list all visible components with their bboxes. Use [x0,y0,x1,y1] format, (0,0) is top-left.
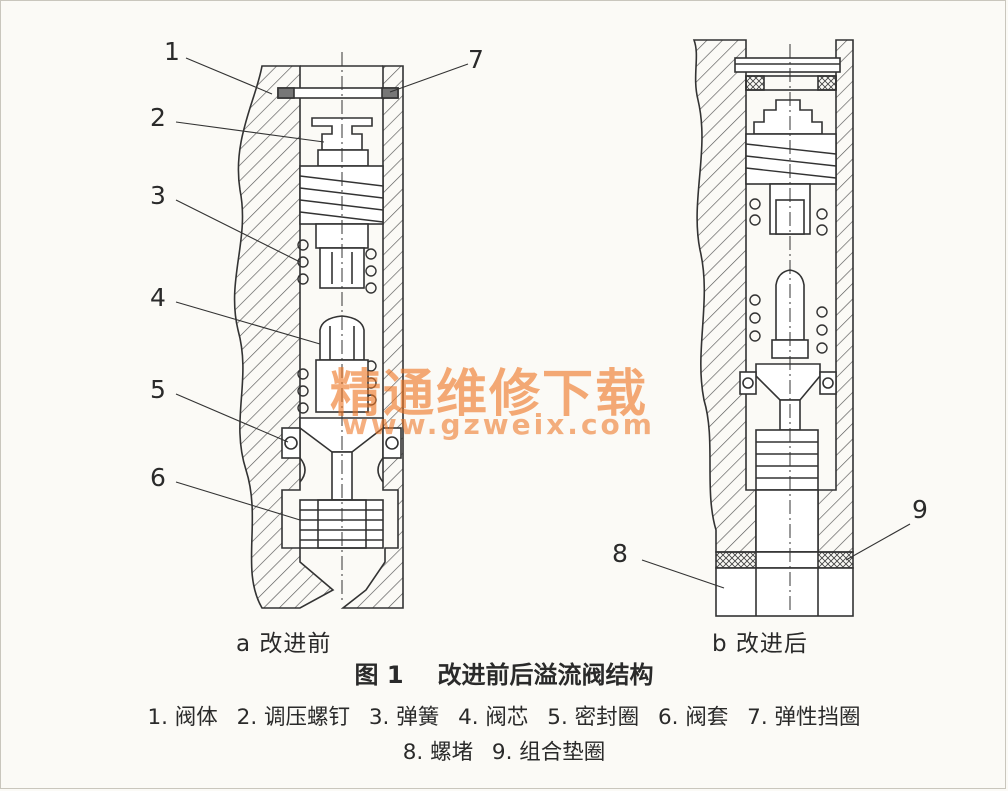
legend-item: 6. 阀套 [657,705,729,730]
callout-4: 4 [150,283,166,312]
diagram-b [692,39,854,617]
a-valve-body-right [340,65,404,609]
a-retaining-ring [277,87,399,99]
sub-caption-b: b 改进后 [712,631,808,657]
watermark-url: www.gzweix.com [342,408,655,441]
callout-1: 1 [164,37,180,66]
legend-item: 1. 阀体 [147,705,218,730]
callout-leaders [175,57,911,589]
legend-line-1: 1. 阀体 2. 调压螺钉 3. 弹簧 4. 阀芯 5. 密封圈 6. 阀套 7… [0,700,1008,731]
b-valve-body-right [817,39,854,553]
callout-7: 7 [468,45,484,74]
a-seal-ring [281,427,402,459]
figure-caption: 改进前后溢流阀结构 [437,661,654,689]
legend-item: 3. 弹簧 [368,705,440,730]
legend-item: 2. 调压螺钉 [236,705,351,730]
figure-number: 图 1 [354,661,404,689]
sub-caption-a: a 改进前 [236,631,332,657]
legend-item: 4. 阀芯 [458,705,529,730]
callout-2: 2 [150,103,166,132]
b-plug [715,567,854,617]
callout-3: 3 [150,181,166,210]
callout-6: 6 [150,463,166,492]
callout-9: 9 [912,495,928,524]
callout-8: 8 [612,539,628,568]
diagram-a [233,52,404,609]
legend-line-2: 8. 螺堵 9. 组合垫圈 [0,735,1008,766]
valve-diagram: 1 7 2 3 4 5 6 8 9 [150,37,928,617]
watermark-text: 精通维修下载 [330,364,649,424]
b-valve-body-left [692,39,757,553]
legend-item: 5. 密封圈 [547,705,640,730]
legend-item: 9. 组合垫圈 [491,740,606,765]
legend-item: 7. 弹性挡圈 [747,705,861,730]
a-valve-body-left [233,65,335,609]
figure-title: 图 1 改进前后溢流阀结构 [0,655,1008,690]
callout-5: 5 [150,375,166,404]
legend-item: 8. 螺堵 [402,740,474,765]
